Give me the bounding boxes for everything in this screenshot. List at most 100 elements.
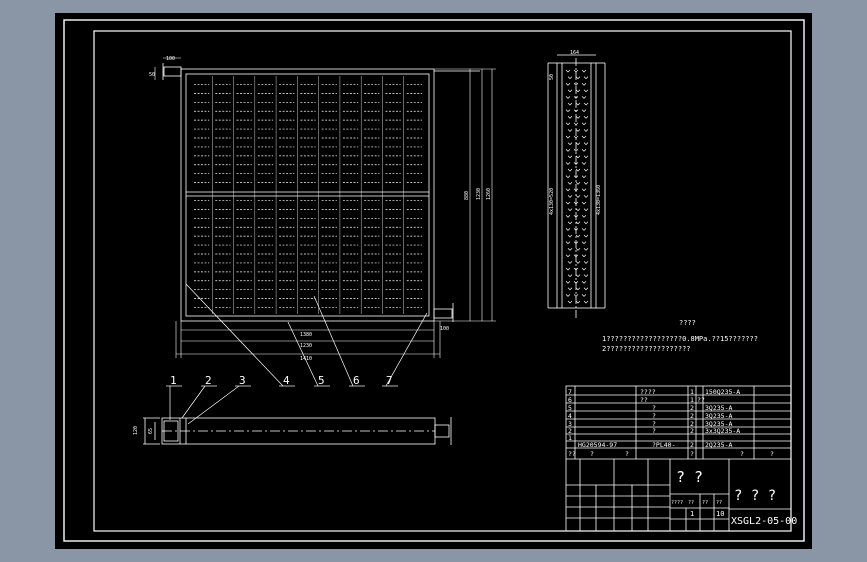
- tube-marks: [565, 69, 589, 304]
- tube-mark: [583, 247, 589, 251]
- dim-side-164: 164: [570, 50, 579, 56]
- tube-mark: [583, 234, 589, 238]
- tube-mark: [573, 175, 579, 179]
- balloon-4: 4: [283, 374, 290, 387]
- bom-row-1-material: 2Q235-A: [705, 441, 732, 449]
- tube-mark: [573, 96, 579, 99]
- bom-row-3-material: 3Q235-A: [705, 420, 732, 428]
- dim-side-50: 50: [549, 74, 555, 80]
- tube-mark: [565, 294, 571, 297]
- tube-mark: [567, 287, 573, 291]
- dim-left-50: 50: [149, 72, 155, 78]
- tube-mark: [567, 261, 573, 264]
- front-view-inner-frame: [185, 73, 430, 317]
- tube-mark: [567, 155, 573, 159]
- bom-row-6-material: ??: [697, 396, 705, 404]
- dim-height-1230: 1230: [476, 188, 482, 200]
- notes-heading: ????: [679, 319, 696, 327]
- tube-mark: [575, 274, 581, 278]
- tube-mark: [565, 267, 571, 271]
- tube-mark: [575, 300, 581, 304]
- tube-mark: [573, 188, 579, 192]
- dim-port-100: 100: [440, 326, 449, 332]
- company-name: ? ? ?: [734, 488, 776, 504]
- outer-border: [63, 19, 805, 542]
- front-view-frame: [180, 68, 435, 322]
- bottom-view-pipe: [434, 424, 450, 438]
- tube-mark: [567, 221, 573, 225]
- tube-mark: [565, 122, 571, 126]
- dim-side-right: 4x130=1360: [596, 185, 602, 215]
- balloon-labels: 1 2 3 4 5 6 7: [170, 374, 393, 387]
- tube-mark: [565, 201, 571, 205]
- tube-mark: [583, 129, 589, 132]
- tube-mark: [573, 69, 579, 73]
- tube-mark: [567, 181, 573, 185]
- tube-mark: [581, 188, 587, 192]
- tube-mark: [583, 89, 589, 93]
- tube-mark: [575, 115, 581, 119]
- tube-mark: [581, 69, 587, 73]
- dim-width-1230: 1230: [300, 343, 312, 349]
- tube-mark: [565, 148, 571, 152]
- tube-mark: [575, 221, 581, 225]
- tube-mark: [583, 76, 589, 80]
- tube-mark: [565, 162, 571, 165]
- tube-mark: [583, 195, 589, 198]
- bom-row-7-no: 7: [568, 388, 572, 396]
- tube-mark: [581, 148, 587, 152]
- dim-width-1380: 1380: [300, 332, 312, 338]
- tube-mark: [583, 102, 589, 106]
- balloon-1: 1: [170, 374, 177, 387]
- tube-mark: [581, 294, 587, 297]
- tube-mark: [583, 142, 589, 146]
- notes-line-2: 2????????????????????: [602, 345, 691, 353]
- bom-row-1-name: ?PL40-: [652, 441, 675, 449]
- bom-row-4-material: 3Q235-A: [705, 412, 732, 420]
- bom-row-6-qty: 1: [690, 396, 694, 404]
- bom-row-7-name: ????: [640, 388, 656, 396]
- tube-mark: [575, 129, 581, 132]
- bom-row-5-qty: 2: [690, 404, 694, 412]
- scale-value: 1: [690, 510, 694, 518]
- tube-mark: [575, 155, 581, 159]
- tube-mark: [581, 280, 587, 284]
- tube-mark: [575, 247, 581, 251]
- bom-row-4-name: ?: [652, 412, 656, 420]
- tube-mark: [573, 241, 579, 245]
- tube-mark: [581, 254, 587, 258]
- tube-mark: [567, 208, 573, 212]
- tube-mark: [581, 122, 587, 126]
- tube-mark: [565, 109, 571, 113]
- bom-header-1: ??: [568, 450, 576, 458]
- dim-height-880: 880: [464, 191, 470, 200]
- title-block: ? ? ? ? ? XSGL2-05-00 1 10 ???? ?? ?? ??: [671, 468, 797, 527]
- bom-row-1-no: 1: [568, 434, 572, 442]
- tube-mark: [583, 208, 589, 212]
- tube-mark: [565, 175, 571, 179]
- bom-row-3-name: ?: [652, 420, 656, 428]
- tube-mark: [583, 221, 589, 225]
- tube-mark: [583, 115, 589, 119]
- bom-row-2-no: 2: [568, 427, 572, 435]
- bom-row-5-no: 5: [568, 404, 572, 412]
- bottom-view-dim-text: 120 65: [133, 426, 154, 435]
- tube-mark: [573, 228, 579, 231]
- dim-bottom-120: 120: [133, 426, 139, 435]
- tube-mark: [567, 102, 573, 106]
- tube-mark: [565, 254, 571, 258]
- tube-mark: [581, 162, 587, 165]
- drawing-number: XSGL2-05-00: [731, 516, 797, 527]
- sheet-count: 10: [716, 510, 724, 518]
- tube-mark: [581, 96, 587, 99]
- dim-bottom-65: 65: [148, 428, 154, 434]
- tube-mark: [567, 168, 573, 172]
- side-view: [547, 54, 606, 318]
- tube-mark: [567, 234, 573, 238]
- inner-border: [93, 30, 792, 532]
- notes-line-1: 1??????????????????0.8MPa.??15???????: [602, 335, 758, 343]
- tube-mark: [573, 280, 579, 284]
- tube-mark: [583, 300, 589, 304]
- tube-mark: [581, 267, 587, 271]
